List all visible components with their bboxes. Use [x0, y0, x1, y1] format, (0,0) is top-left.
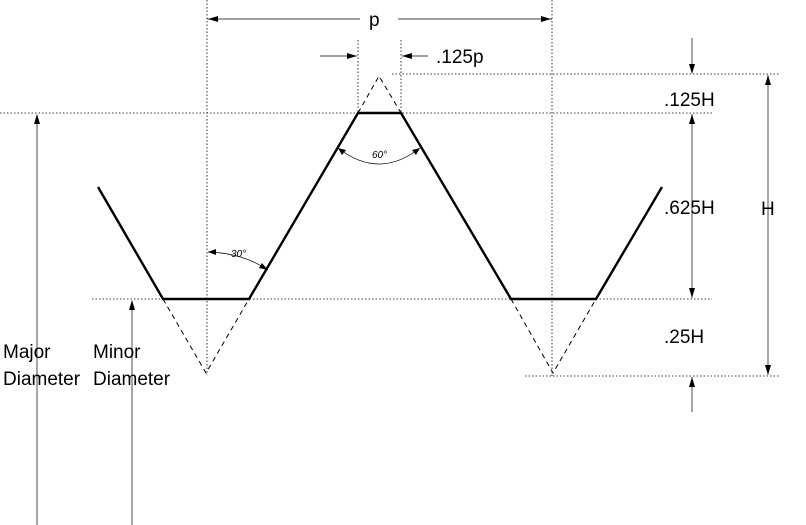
pitch-label: p: [369, 10, 380, 31]
sharp-root-left-extension: [162, 298, 250, 374]
major-diameter-label-line1: Major: [3, 342, 51, 363]
height-arrow-top-down: [689, 64, 695, 74]
angle-30-arrow-left: [208, 249, 216, 255]
angle-60-arc: [337, 147, 421, 165]
total-height-arrow-top: [765, 75, 771, 85]
h-bottom-label: .25H: [664, 327, 704, 348]
height-arrow-mid-top: [689, 114, 695, 124]
sharp-root-right-extension: [510, 298, 597, 375]
angle-30-label: 30°: [231, 249, 246, 260]
height-arrow-mid-bottom: [689, 288, 695, 298]
minor-diameter-label-line1: Minor: [93, 342, 141, 363]
sharp-crest-extension: [357, 75, 402, 114]
crest-width-arrow-left: [347, 53, 357, 59]
angle-60-arrow-left: [338, 148, 346, 155]
minor-diameter-label-line2: Diameter: [93, 369, 171, 390]
major-diameter-arrow: [34, 114, 40, 124]
angle-60-arrow-right: [412, 148, 420, 155]
angle-30-arrow-right: [259, 263, 268, 270]
h-mid-label: .625H: [664, 198, 715, 219]
crest-width-arrow-right: [402, 53, 412, 59]
major-diameter-label-line2: Diameter: [3, 369, 81, 390]
pitch-arrow-left: [208, 16, 218, 22]
angle-60-label: 60°: [372, 150, 387, 161]
crest-width-label: .125p: [436, 47, 484, 68]
thread-profile-line: [96, 111, 664, 301]
total-height-label: H: [761, 199, 775, 220]
h-top-label: .125H: [664, 90, 715, 111]
height-arrow-bottom-up: [689, 377, 695, 387]
total-height-arrow-bottom: [765, 365, 771, 375]
minor-diameter-arrow: [129, 300, 135, 310]
pitch-arrow-right: [541, 16, 551, 22]
